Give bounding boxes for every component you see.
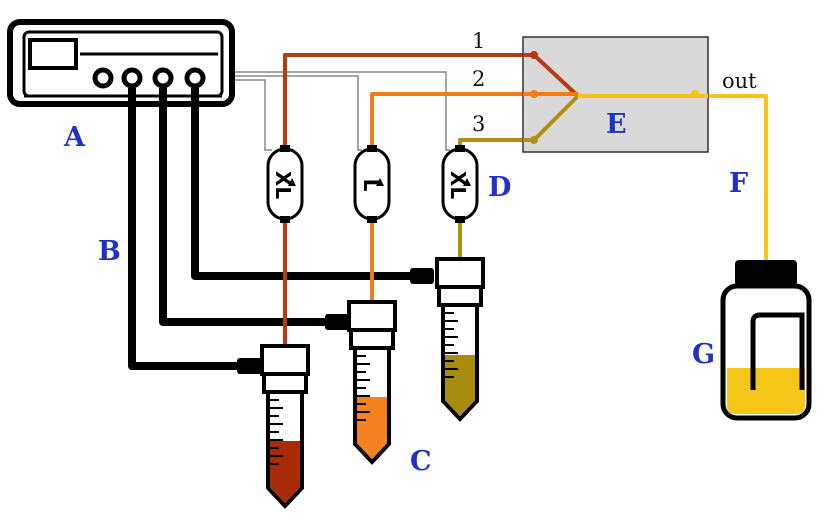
outlet-label: out — [722, 69, 757, 93]
flow-sensor-2: L — [353, 145, 391, 223]
inlet-label-2: 2 — [472, 67, 485, 91]
pressure-tube-1 — [128, 88, 245, 370]
label-e: E — [606, 109, 627, 140]
microfluidic-chip — [522, 36, 709, 153]
label-c: C — [410, 446, 432, 477]
pressure-controller — [7, 19, 235, 107]
bottle-liquid — [727, 368, 805, 414]
reservoir-1 — [260, 344, 310, 509]
collection-bottle — [720, 260, 812, 421]
port-1 — [92, 67, 114, 89]
pressure-tube-3 — [191, 88, 420, 280]
signal-wires — [232, 71, 450, 151]
fluid-line-2 — [370, 92, 578, 300]
reservoir-2 — [347, 300, 397, 465]
pressure-tubing — [128, 88, 420, 370]
reservoir-3 — [435, 257, 485, 422]
port-3 — [152, 67, 174, 89]
signal-wire-1 — [232, 79, 272, 151]
label-b: B — [98, 236, 121, 267]
port-4 — [184, 67, 206, 89]
outlet-ports — [92, 67, 206, 89]
pressure-tube-2 — [159, 88, 335, 326]
port-2 — [121, 67, 143, 89]
signal-wire-2 — [232, 75, 362, 151]
inlet-label-1: 1 — [472, 29, 485, 53]
tube-connectors — [237, 268, 434, 374]
reservoir-3-liquid — [445, 355, 475, 416]
sensor-2-size: L — [359, 179, 383, 192]
label-f: F — [729, 168, 748, 199]
flow-sensor-1: XL — [266, 145, 304, 223]
label-d: D — [488, 172, 511, 203]
flow-sensor-3: XL — [441, 145, 479, 223]
label-g: G — [692, 339, 715, 370]
labels: A B C D E F G — [63, 109, 748, 477]
inlet-label-3: 3 — [472, 112, 485, 136]
label-a: A — [63, 122, 86, 153]
channel-numbers: 1 2 3 out — [472, 29, 757, 136]
signal-wire-3 — [232, 71, 450, 151]
